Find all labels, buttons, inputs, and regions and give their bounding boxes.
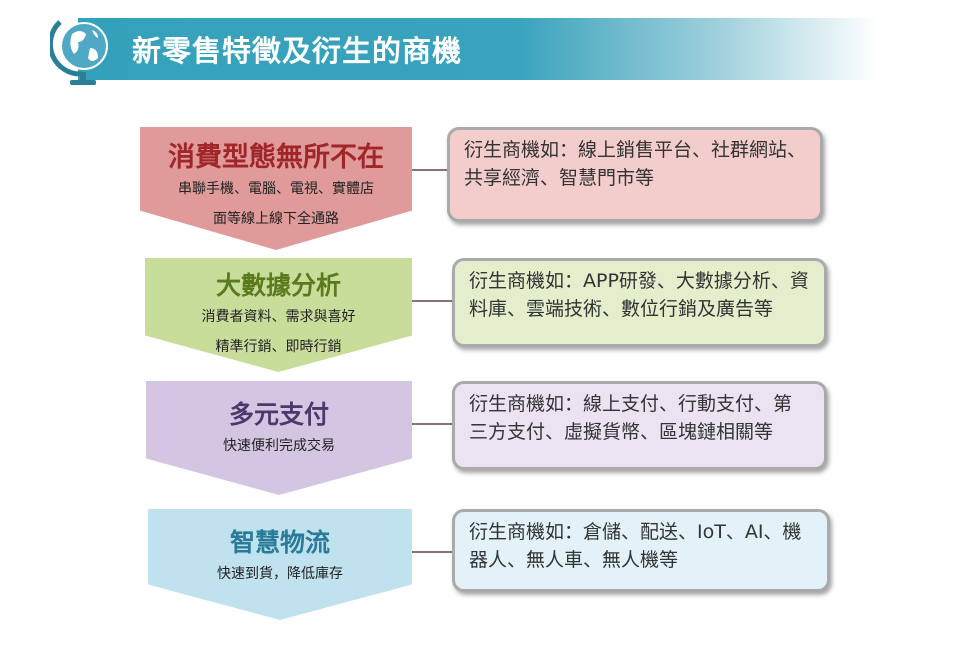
feature-detail: 面等線上線下全通路 (213, 211, 339, 227)
feature-chevron: 智慧物流快速到貨，降低庫存 (148, 509, 412, 620)
feature-heading: 消費型態無所不在 (168, 142, 384, 173)
opportunity-box: 衍生商機如：倉儲、配送、IoT、AI、機器人、無人車、無人機等 (452, 509, 830, 592)
feature-chevron: 消費型態無所不在串聯手機、電腦、電視、實體店面等線上線下全通路 (140, 127, 412, 250)
connector-line (412, 169, 447, 171)
feature-detail: 快速便利完成交易 (223, 438, 335, 454)
feature-chevron: 多元支付快速便利完成交易 (146, 381, 412, 495)
opportunity-text: 衍生商機如：APP研發、大數據分析、資料庫、雲端技術、數位行銷及廣告等 (469, 270, 809, 320)
opportunity-text: 衍生商機如：線上支付、行動支付、第三方支付、虛擬貨幣、區塊鏈相關等 (469, 393, 793, 443)
feature-heading: 大數據分析 (215, 271, 341, 300)
page-title: 新零售特徵及衍生的商機 (132, 34, 463, 68)
connector-line (412, 423, 452, 425)
opportunity-box: 衍生商機如：線上銷售平台、社群網站、共享經濟、智慧門市等 (447, 127, 823, 222)
connector-line (412, 551, 452, 553)
feature-chevron: 大數據分析消費者資料、需求與喜好精準行銷、即時行銷 (145, 258, 412, 372)
opportunity-box: 衍生商機如：APP研發、大數據分析、資料庫、雲端技術、數位行銷及廣告等 (452, 258, 827, 347)
opportunity-box: 衍生商機如：線上支付、行動支付、第三方支付、虛擬貨幣、區塊鏈相關等 (452, 381, 827, 470)
feature-heading: 多元支付 (228, 400, 329, 429)
feature-detail: 串聯手機、電腦、電視、實體店 (178, 181, 374, 197)
connector-line (412, 300, 452, 302)
title-bar (78, 18, 878, 80)
feature-detail: 消費者資料、需求與喜好 (201, 309, 356, 325)
opportunity-text: 衍生商機如：倉儲、配送、IoT、AI、機器人、無人車、無人機等 (469, 521, 802, 571)
globe-icon (50, 20, 108, 85)
feature-heading: 智慧物流 (229, 528, 330, 557)
opportunity-text: 衍生商機如：線上銷售平台、社群網站、共享經濟、智慧門市等 (464, 139, 807, 189)
feature-detail: 精準行銷、即時行銷 (215, 339, 342, 355)
feature-detail: 快速到貨，降低庫存 (217, 566, 343, 582)
